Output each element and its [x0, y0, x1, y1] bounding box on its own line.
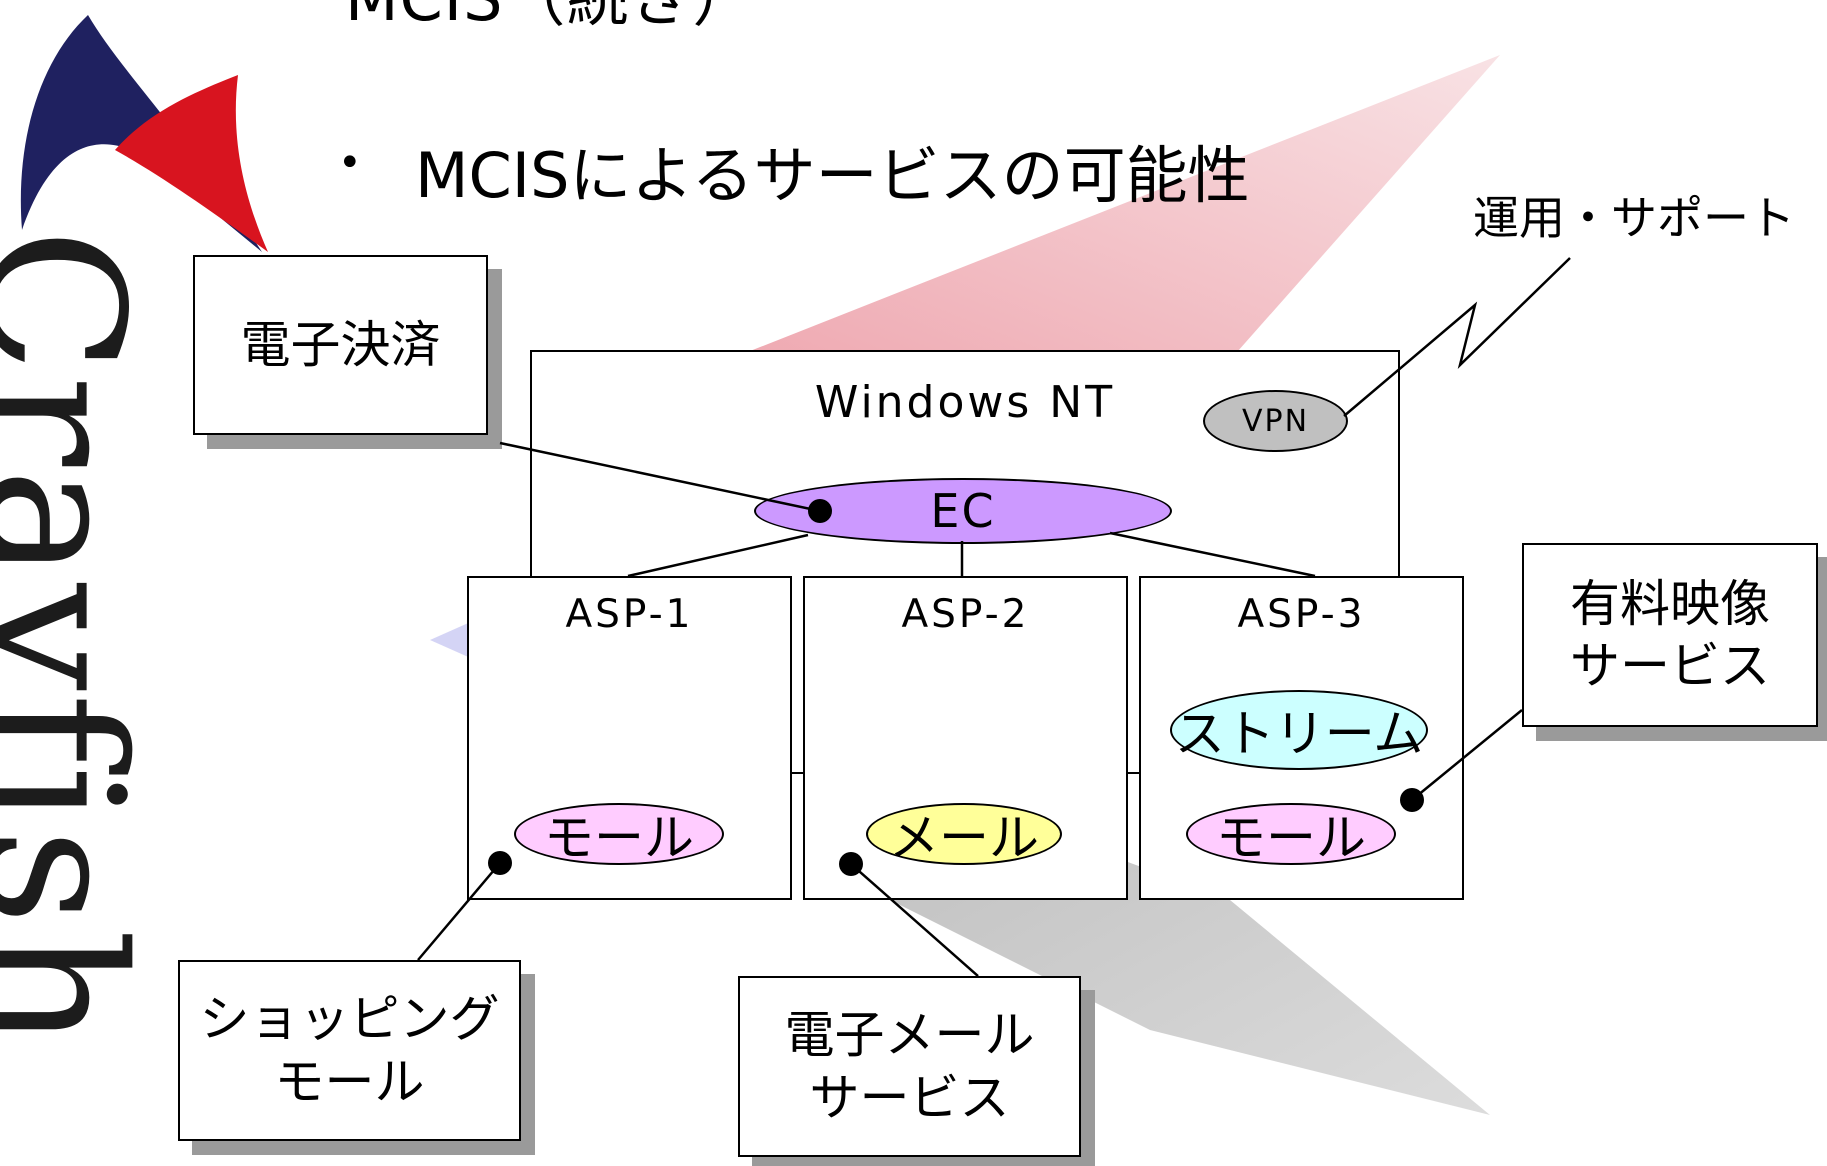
- asp-1-mall-oval: モール: [514, 803, 724, 867]
- asp-2-mail-label: メール: [889, 809, 1039, 867]
- vpn-oval: VPN: [1203, 390, 1348, 452]
- logo-red-sail: [115, 75, 268, 252]
- ec-label: EC: [930, 484, 996, 538]
- windows-nt-label: Windows NT: [814, 377, 1116, 428]
- email-service-callout: 電子メール サービス: [738, 976, 1081, 1157]
- asp-3-stream-oval: ストリーム: [1170, 690, 1428, 770]
- bullet-text: MCISによるサービスの可能性: [415, 139, 1250, 212]
- arrow-upper-band: [740, 55, 1500, 360]
- asp-3-stream-label: ストリーム: [1174, 705, 1424, 763]
- operations-label: 運用・サポート: [1473, 191, 1795, 245]
- bullet-marker: •: [338, 140, 362, 186]
- slide-title: MCIS（続き）: [345, 0, 755, 38]
- asp-3-mall-oval: モール: [1186, 803, 1396, 867]
- asp-3-mall-label: モール: [1216, 809, 1366, 867]
- video-service-line-2: サービス: [1570, 637, 1770, 695]
- payment-callout: 電子決済: [193, 255, 488, 435]
- vpn-label: VPN: [1241, 403, 1310, 439]
- payment-callout-text: 電子決済: [240, 315, 441, 374]
- asp-3-label: ASP-3: [1237, 592, 1366, 637]
- video-service-line-1: 有料映像: [1570, 574, 1770, 633]
- shopping-mall-line-1: ショッピング: [199, 990, 500, 1048]
- ec-oval: EC: [754, 478, 1172, 544]
- email-service-line-2: サービス: [809, 1068, 1010, 1127]
- shopping-mall-line-2: モール: [274, 1052, 425, 1111]
- logo-graphic: [20, 15, 268, 252]
- video-service-callout: 有料映像 サービス: [1522, 543, 1818, 727]
- shopping-mall-callout: ショッピング モール: [178, 960, 521, 1141]
- asp-2-label: ASP-2: [901, 592, 1030, 637]
- asp-1-mall-label: モール: [544, 809, 694, 867]
- email-service-line-1: 電子メール: [784, 1006, 1035, 1064]
- logo-wordmark: Crayfish: [0, 228, 164, 1052]
- asp-2-mail-oval: メール: [866, 803, 1062, 867]
- asp-1-label: ASP-1: [565, 592, 694, 637]
